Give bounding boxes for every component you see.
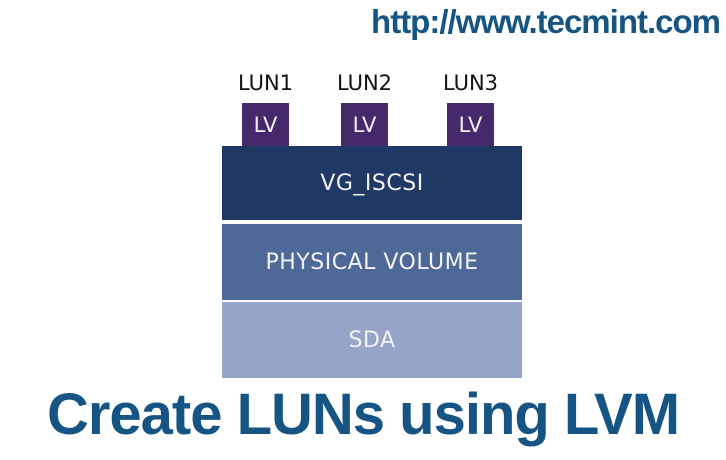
- lun1-label: LUN1: [237, 71, 294, 95]
- lun1-pillar: LUN1 LV: [238, 71, 293, 146]
- lun2-label: LUN2: [336, 71, 393, 95]
- physical-volume-layer: PHYSICAL VOLUME: [222, 224, 522, 300]
- disk-sda-layer: SDA: [222, 302, 522, 378]
- lun3-lv-box: LV: [447, 103, 494, 146]
- volume-group-layer: VG_ISCSI: [222, 146, 522, 220]
- lun2-lv-box: LV: [341, 103, 388, 146]
- page-title: Create LUNs using LVM: [46, 382, 680, 447]
- lun3-label: LUN3: [442, 71, 499, 95]
- lun1-lv-box: LV: [242, 103, 289, 146]
- site-url: http://www.tecmint.com: [371, 3, 721, 40]
- lun2-pillar: LUN2 LV: [337, 71, 392, 146]
- lun3-pillar: LUN3 LV: [443, 71, 498, 146]
